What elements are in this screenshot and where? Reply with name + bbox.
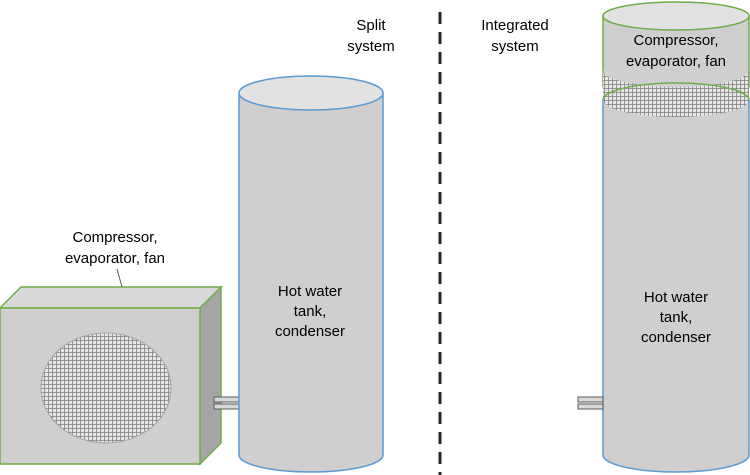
integrated-tank-label-line1: Hot water: [644, 289, 708, 306]
fan-grille: [40, 332, 172, 444]
label-leader-line: [116, 268, 123, 288]
split-tank-label-line3: condenser: [275, 323, 345, 340]
integrated-tank-label-line2: tank,: [660, 309, 693, 326]
outdoor-unit-label-line1: Compressor,: [72, 229, 157, 246]
split-hot-water-tank: [238, 75, 384, 473]
top-unit-label-line1: Compressor,: [633, 32, 718, 49]
integrated-heading-line2: system: [491, 38, 539, 55]
split-heading-line2: system: [347, 38, 395, 55]
split-heading-line1: Split: [356, 17, 386, 34]
outdoor-unit-top: [0, 286, 223, 309]
outdoor-unit-label-line2: evaporator, fan: [65, 250, 165, 267]
outdoor-unit-side: [199, 285, 222, 466]
integrated-hot-water-tank: [602, 99, 750, 473]
integrated-mesh-band: [603, 70, 749, 117]
split-tank-label-line2: tank,: [294, 303, 327, 320]
outdoor-unit: [0, 268, 223, 466]
integrated-top-unit: [602, 1, 750, 117]
integrated-tank-label-line3: condenser: [641, 329, 711, 346]
split-tank-label-line1: Hot water: [278, 283, 342, 300]
integrated-heading-line1: Integrated: [481, 17, 549, 34]
top-unit-label-line2: evaporator, fan: [626, 53, 726, 70]
integrated-pipes: [577, 396, 604, 410]
